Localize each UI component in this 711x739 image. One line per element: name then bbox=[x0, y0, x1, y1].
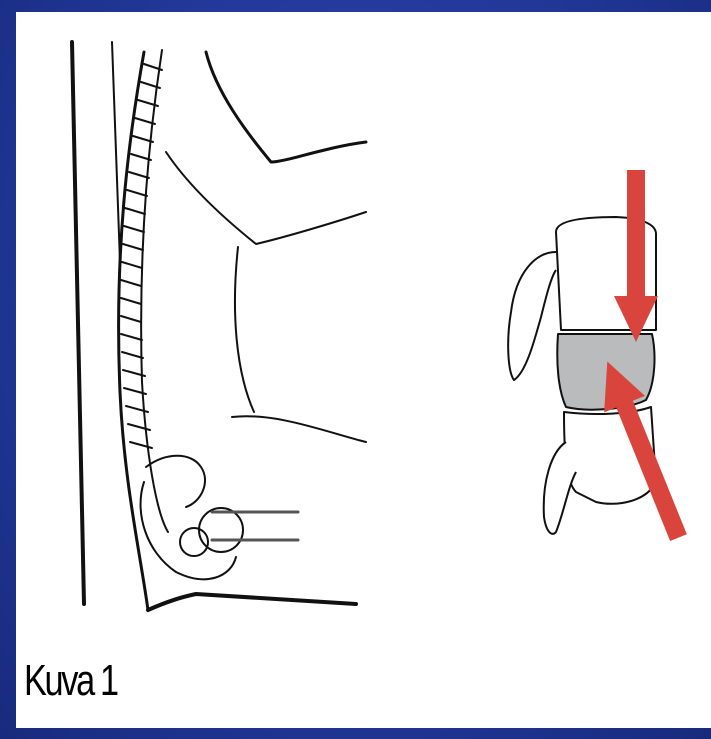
figure-panel: Kuva 1 bbox=[16, 12, 711, 728]
figure-caption: Kuva 1 bbox=[24, 656, 117, 706]
spine-illustration bbox=[16, 12, 711, 652]
spine-side-view bbox=[72, 42, 366, 610]
